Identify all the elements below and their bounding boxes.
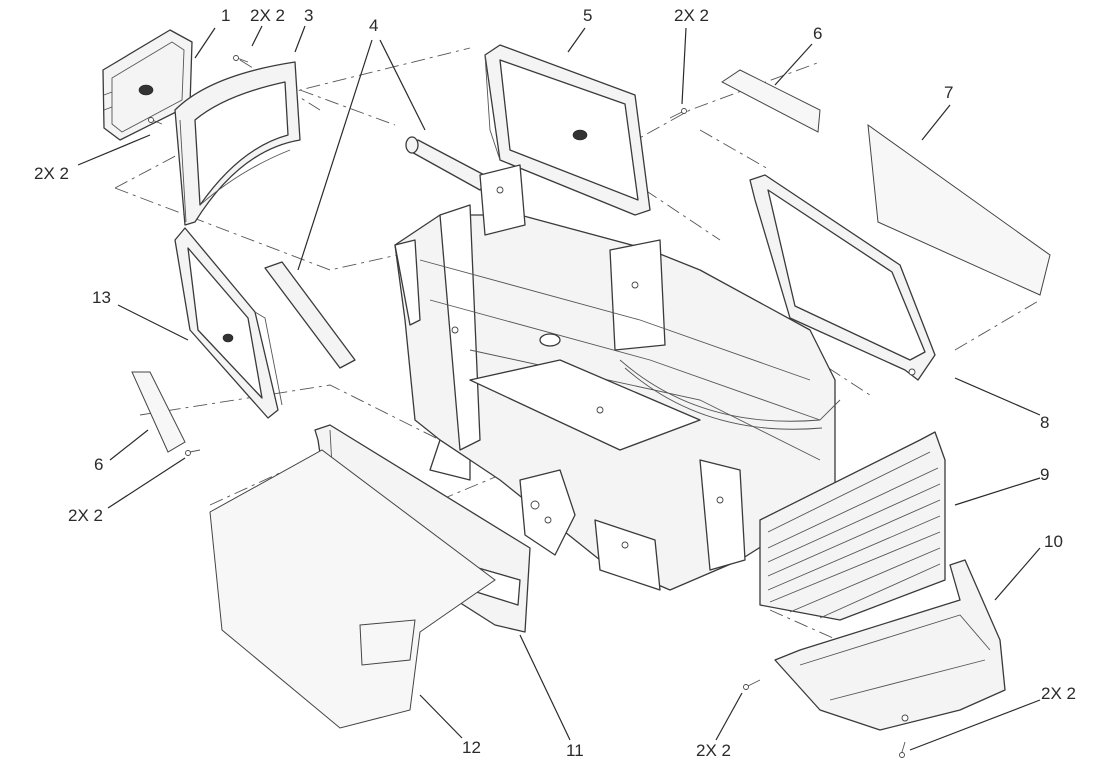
leader-lines bbox=[77, 25, 1041, 751]
part-4-bars bbox=[264, 136, 491, 369]
callout-2x2-bottom: 2X 2 bbox=[696, 741, 731, 760]
callout-2x2-top-center: 2X 2 bbox=[674, 6, 709, 25]
part-12-decal bbox=[209, 449, 496, 729]
part-13-lower-panel bbox=[174, 227, 283, 419]
part-5-screen bbox=[484, 44, 651, 216]
part-3-upper-shroud bbox=[174, 61, 301, 226]
callout-2x2-lower-right: 2X 2 bbox=[1041, 684, 1076, 703]
callout-2x2-left: 2X 2 bbox=[34, 164, 69, 183]
part-1-side-panel bbox=[102, 29, 193, 141]
center-frame-assembly bbox=[394, 164, 841, 591]
callout-13: 13 bbox=[92, 288, 111, 307]
callout-3: 3 bbox=[304, 6, 313, 25]
part-6-decal-lower bbox=[131, 371, 186, 453]
callout-10: 10 bbox=[1044, 532, 1063, 551]
callout-5: 5 bbox=[583, 6, 592, 25]
callout-1: 1 bbox=[221, 6, 230, 25]
callout-7: 7 bbox=[944, 83, 953, 102]
callout-11: 11 bbox=[566, 741, 584, 760]
callout-6-upper: 6 bbox=[813, 24, 822, 43]
part-10-bumper bbox=[774, 559, 1006, 731]
part-8-right-screen bbox=[749, 174, 936, 381]
callout-9: 9 bbox=[1040, 465, 1049, 484]
part-9-grille bbox=[759, 431, 946, 621]
alignment-lines bbox=[114, 47, 1041, 651]
fasteners bbox=[148, 55, 906, 758]
callout-6-lower: 6 bbox=[94, 455, 103, 474]
part-7-sheet bbox=[867, 123, 1051, 296]
callout-12: 12 bbox=[462, 738, 481, 757]
callout-2x2-lower-left: 2X 2 bbox=[68, 506, 103, 525]
callout-8: 8 bbox=[1040, 413, 1049, 432]
callout-2x2-top-left: 2X 2 bbox=[250, 6, 285, 25]
part-6-decal-upper bbox=[721, 69, 821, 133]
callout-labels: 1 2X 2 3 4 5 2X 2 6 7 2X 2 13 8 9 6 2X 2… bbox=[34, 6, 1076, 760]
callout-4: 4 bbox=[369, 16, 378, 35]
